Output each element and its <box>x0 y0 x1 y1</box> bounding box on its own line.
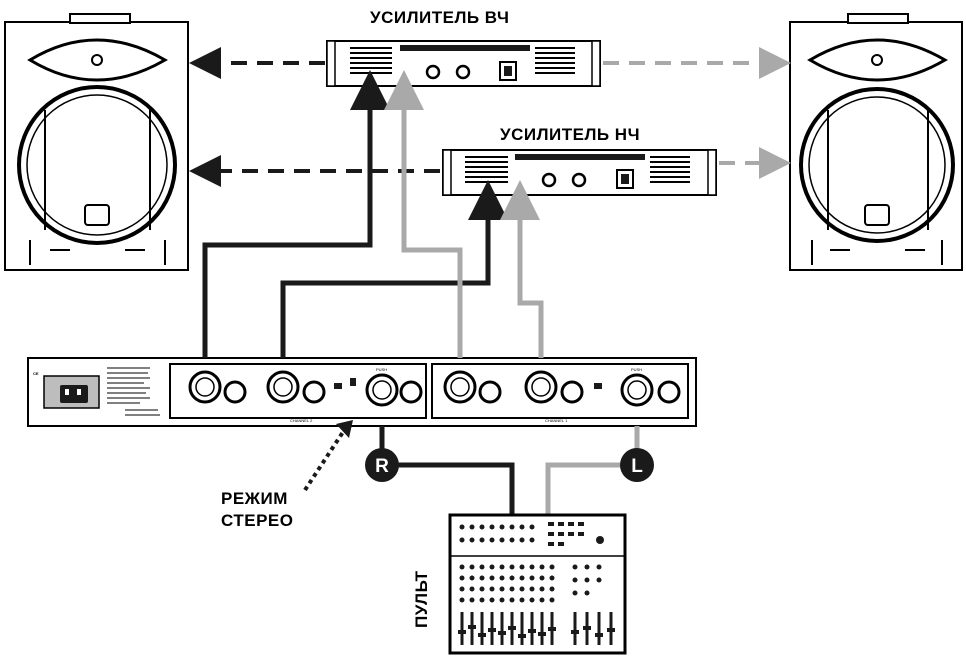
svg-text:R: R <box>375 456 389 477</box>
ch1-high-out-link <box>384 70 463 358</box>
lf-amplifier <box>442 149 717 196</box>
ch2-low-out-link <box>280 180 508 358</box>
left-speaker <box>4 13 189 271</box>
right-input-link <box>379 426 515 515</box>
hf-amplifier <box>326 40 601 87</box>
svg-text:L: L <box>631 456 643 477</box>
left-input-link <box>545 426 640 515</box>
right-speaker <box>789 13 963 271</box>
ce-mark: CE <box>33 371 39 376</box>
channel-1-tag: CHANNEL 1 <box>545 418 568 423</box>
mixing-console <box>448 513 627 655</box>
stereo-mode-line-2: СТЕРЕО <box>221 511 294 530</box>
mixing-console-label: ПУЛЬТ <box>412 570 431 628</box>
crossover-unit <box>27 357 697 427</box>
push-1-tag: PUSH <box>631 367 642 372</box>
ch1-low-out-link <box>500 180 544 358</box>
hf-amplifier-label: УСИЛИТЕЛЬ ВЧ <box>370 8 510 27</box>
right-input-badge: R <box>365 448 399 482</box>
lf-amplifier-label: УСИЛИТЕЛЬ НЧ <box>500 125 641 144</box>
channel-2-tag: CHANNEL 2 <box>290 418 313 423</box>
left-input-badge: L <box>620 448 654 482</box>
ch2-high-out-link <box>202 70 390 358</box>
stereo-mode-line-1: РЕЖИМ <box>221 489 288 508</box>
push-2-tag: PUSH <box>376 367 387 372</box>
stereo-mode-arrow <box>303 420 353 492</box>
stereo-mode-label: РЕЖИМ СТЕРЕО <box>221 488 293 532</box>
